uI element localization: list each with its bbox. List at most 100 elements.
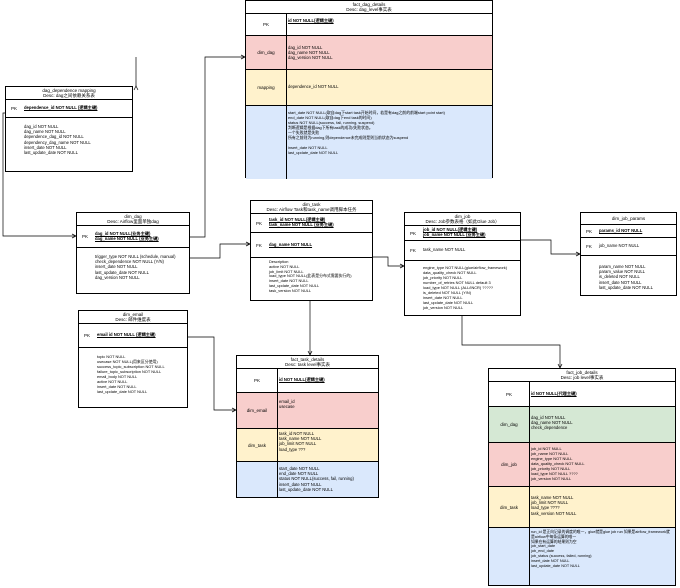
pk-label: PK	[81, 234, 88, 239]
group-label: dim_dag	[489, 407, 530, 442]
table-title: dim_job_params	[611, 216, 646, 221]
fields: topic NOT NULL usecase NOT NULL(用来区分使用) …	[97, 354, 165, 394]
dim-job-table[interactable]: dim_job Desc: Job参数表格（如此Glue Job） PK job…	[404, 212, 521, 316]
fields-row: engine_type NOT NULL(glue/airflow_framew…	[405, 261, 520, 315]
table-title: dim_job	[454, 214, 471, 219]
fk-label: FK	[410, 248, 416, 253]
fk-field: task_name NOT NULL	[423, 247, 466, 252]
table-header: dim_task Desc: Airflow Task和task_name调用脚…	[251, 201, 372, 214]
table-title: dag_dependence mapping	[42, 88, 96, 93]
group-fields: task_name NOT NULL job_limit NOT NULL lo…	[531, 495, 577, 516]
dim-task-row: dim_task task_id NOT NULL task_name NOT …	[237, 429, 378, 462]
fields-row: topic NOT NULL usecase NOT NULL(用来区分使用) …	[79, 348, 187, 407]
link-dim-job-to-fact-job	[461, 316, 561, 368]
pk-row: PK id NOT NULL(代理主键)	[489, 382, 675, 407]
pk-field: id NOT NULL(逻辑主键)	[279, 377, 325, 382]
fields: dag_id NOT NULL dag_name NOT NULL depend…	[24, 124, 91, 156]
pk-row: PK job_id NOT NULL(逻辑主键) job_name NOT NU…	[405, 226, 520, 241]
table-header: dim_dag Desc: Airflow里面单独dag	[77, 213, 189, 226]
fields-row: dag_id NOT NULL dag_name NOT NULL depend…	[6, 118, 132, 171]
table-title: dim_task	[302, 202, 321, 207]
fact-job-details-table[interactable]: fact_job_details Desc: job level事实表 PK i…	[488, 368, 676, 586]
dim-dag-table[interactable]: dim_dag Desc: Airflow里面单独dag PK dag_id N…	[76, 212, 190, 294]
dim-email-row: dim_email email_id usecase	[237, 393, 378, 429]
empty-label	[246, 106, 287, 179]
metric-row: start_date NOT NULL(取自dag下start task开始时间…	[246, 106, 492, 179]
table-title: dim_email	[122, 312, 144, 317]
fact-task-details-table[interactable]: fact_task_details Desc: task level事实表 PK…	[236, 355, 379, 498]
pk-label: PK	[585, 228, 592, 234]
pk-label: PK	[255, 220, 262, 226]
fact-dag-details-table[interactable]: fact_dag_details Desc: dag_level事实表 PK i…	[245, 0, 493, 179]
table-desc: Desc: Job参数表格（如此Glue Job）	[425, 219, 500, 225]
pk-field: email id NOT NULL (逻辑主键)	[97, 332, 156, 337]
table-header: dag_dependence mapping Desc: dag之间依赖关系表	[6, 87, 132, 100]
table-header: dim_job Desc: Job参数表格（如此Glue Job）	[405, 213, 520, 226]
metric-fields: start_date NOT NULL(取自dag下start task开始时间…	[288, 110, 445, 155]
dim-dag-row: dim_dag dag_id NOT NULL dag_name NOT NUL…	[489, 407, 675, 443]
group-label: dim_task	[237, 429, 278, 461]
fields: trigger_type NOT NULL (schedule, manual)…	[95, 254, 176, 280]
dim-email-table[interactable]: dim_email Desc: 邮件维度表 PK email id NOT NU…	[78, 310, 188, 408]
fields: engine_type NOT NULL(glue/airflow_framew…	[423, 265, 508, 310]
dim-dag-row: dim_dag dag_id NOT NULL dag_name NOT NUL…	[246, 36, 492, 70]
link-dim-dag-to-dim-task	[190, 243, 250, 259]
empty-label	[237, 462, 278, 497]
group-fields: dependence_id NOT NULL	[288, 84, 339, 89]
table-desc: Desc: dag_level事实表	[346, 7, 392, 13]
dim-task-row: dim_task task_name NOT NULL job_limit NO…	[489, 487, 675, 528]
table-header: fact_dag_details Desc: dag_level事实表	[246, 1, 492, 14]
table-header: fact_job_details Desc: job level事实表	[489, 369, 675, 382]
group-fields: task_id NOT NULL task_name NOT NULL job_…	[279, 431, 322, 452]
table-title: fact_task_details	[290, 357, 325, 362]
fk-label: FK	[256, 242, 262, 248]
group-fields: dag_id NOT NULL dag_name NOT NULL dag_ve…	[288, 45, 333, 61]
fk-row: FK job_name NOT NULL	[581, 238, 676, 256]
group-fields: job_id NOT NULL job_name NOT NULL engine…	[531, 446, 585, 481]
pk-label: PK	[489, 382, 530, 406]
table-desc: Desc: 邮件维度表	[115, 317, 151, 323]
pk-label: PK	[83, 333, 90, 338]
group-label: dim_email	[237, 393, 278, 428]
table-desc: Desc: Airflow Task和task_name调用脚本任务	[266, 207, 357, 213]
pk-field: params_id NOT NULL	[599, 228, 643, 233]
pk-row: PK id NOT NULL(逻辑主键)	[237, 369, 378, 393]
fields-row: param_name NOT NULL param_value NOT NULL…	[581, 256, 676, 295]
dag-dependence-mapping-table[interactable]: dag_dependence mapping Desc: dag之间依赖关系表 …	[5, 86, 133, 172]
link-dim-task-to-dim-job	[373, 256, 404, 267]
fk-field: job_name NOT NULL	[599, 243, 640, 248]
dim-job-params-table[interactable]: dim_job_params PK params_id NOT NULL FK …	[580, 212, 677, 296]
fields-row: trigger_type NOT NULL (schedule, manual)…	[77, 248, 189, 293]
dim-task-table[interactable]: dim_task Desc: Airflow Task和task_name调用脚…	[250, 200, 373, 301]
fields-row: Description active NOT NULL job_limit NO…	[251, 258, 372, 300]
empty-label	[489, 528, 530, 585]
mapping-row: mapping dependence_id NOT NULL	[246, 70, 492, 106]
pk-label: PK	[10, 106, 17, 111]
fields: Description active NOT NULL job_limit NO…	[269, 259, 352, 293]
pk-row: PK email id NOT NULL (逻辑主键)	[79, 324, 187, 348]
table-desc: Desc: Airflow里面单独dag	[107, 219, 159, 225]
pk-row: PK id NOT NULL(逻辑主键)	[246, 14, 492, 36]
table-header: dim_email Desc: 邮件维度表	[79, 311, 187, 324]
pk-label: PK	[246, 14, 287, 35]
metric-row: start_date NOT NULL end_date NOT NULL st…	[237, 462, 378, 497]
pk-label: PK	[409, 230, 416, 236]
fields: param_name NOT NULL param_value NOT NULL…	[599, 264, 653, 290]
group-label: dim_task	[489, 487, 530, 527]
pk-row: PK dag_id NOT NULL(业务主键) dag_name NOT NU…	[77, 226, 189, 248]
table-title: dim_dag	[124, 214, 142, 219]
pk-field: id NOT NULL(逻辑主键)	[288, 18, 334, 23]
pk-field: id NOT NULL(代理主键)	[531, 391, 577, 396]
table-desc: Desc: task level事实表	[284, 362, 330, 368]
table-desc: Desc: dag之间依赖关系表	[43, 93, 95, 99]
pk-fields: dag_id NOT NULL(业务主键) dag_name NOT NULL …	[95, 231, 159, 242]
fk-label: FK	[586, 244, 592, 249]
metric-fields: start_date NOT NULL end_date NOT NULL st…	[279, 466, 354, 492]
link-dim-email-to-fact-task	[188, 336, 236, 411]
table-header: fact_task_details Desc: task level事实表	[237, 356, 378, 369]
pk-label: PK	[237, 369, 278, 392]
pk-row: PK task_id NOT NULL(逻辑主键) task_name NOT …	[251, 214, 372, 233]
pk-fields: job_id NOT NULL(逻辑主键) job_name NOT NULL …	[423, 227, 486, 238]
group-label: mapping	[246, 70, 287, 105]
pk-row: PK dependence_id NOT NULL (逻辑主键)	[6, 100, 132, 118]
